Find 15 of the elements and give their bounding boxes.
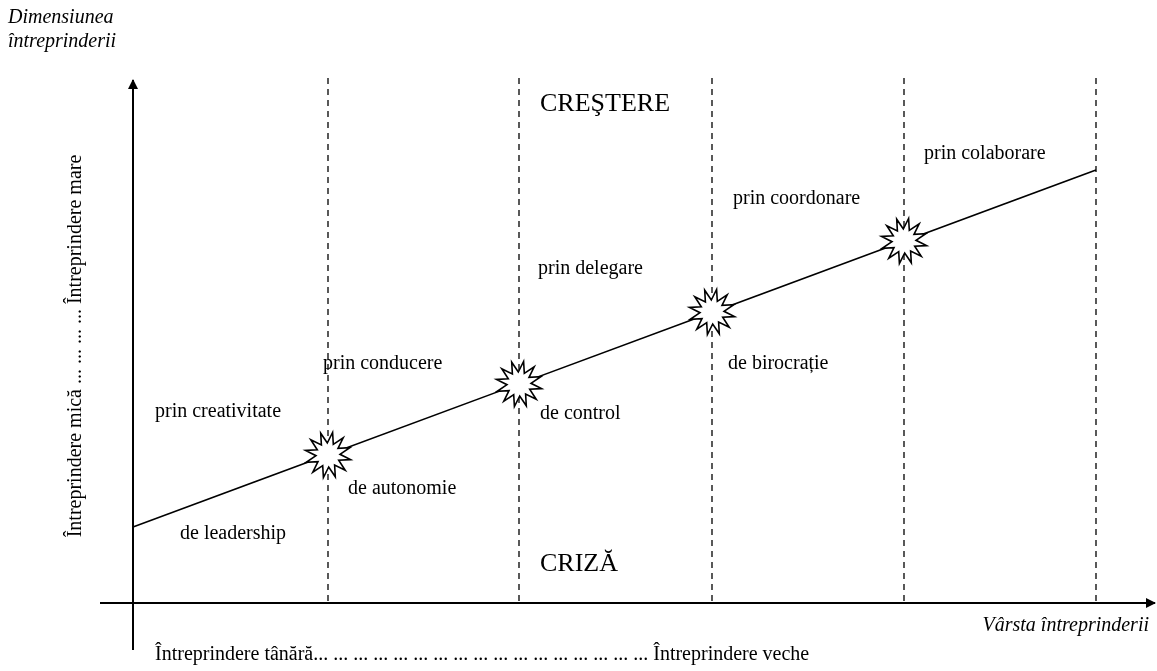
crisis-label: de leadership <box>180 520 287 544</box>
axis-title: Vârsta întreprinderii <box>982 612 1149 636</box>
phase-label: prin creativitate <box>155 398 282 422</box>
crisis-label: de birocrație <box>728 350 829 374</box>
zone-label: CRIZĂ <box>540 548 618 578</box>
phase-label: prin delegare <box>538 255 643 279</box>
axis-scale-label: Întreprindere tânără... ... ... ... ... ... ... ... ... ... ... ... ... ... ... ... ... Întreprindere veche <box>155 641 810 665</box>
phase-label: prin colaborare <box>924 140 1046 164</box>
phase-label: prin conducere <box>323 350 443 374</box>
phase-label: prin coordonare <box>733 185 861 209</box>
crisis-label: de control <box>540 400 621 424</box>
axis-title: Dimensiunea întreprinderii <box>8 4 118 52</box>
crisis-label: de autonomie <box>348 475 457 499</box>
axis-scale-label: Întreprindere mică ... ... ... ... Întreprindere mare <box>61 154 86 538</box>
zone-label: CREŞTERE <box>540 88 670 118</box>
